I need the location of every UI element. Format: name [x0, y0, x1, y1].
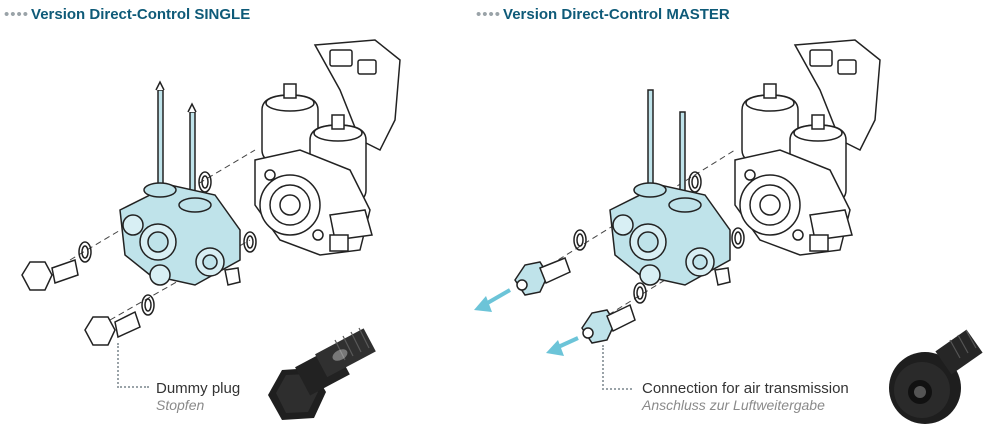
air-connection-callout: Connection for air transmission Anschlus… — [642, 380, 849, 413]
air-connectors — [514, 257, 636, 344]
air-connection-leader-line — [602, 345, 632, 390]
valve-housing — [254, 39, 401, 256]
dummy-plug-leader-line — [117, 343, 149, 388]
single-exploded-diagram — [21, 39, 401, 420]
distributor-block — [609, 89, 731, 286]
distributor-block — [119, 80, 241, 286]
master-heading: ••••Version Direct-Control MASTER — [476, 6, 730, 23]
assembly-axis-lines — [549, 149, 736, 321]
single-panel: ••••Version Direct-Control SINGLE — [0, 0, 470, 427]
dummy-plug-callout: Dummy plug Stopfen — [156, 380, 241, 413]
single-heading: ••••Version Direct-Control SINGLE — [4, 6, 251, 23]
o-rings — [573, 171, 745, 304]
valve-housing — [734, 39, 881, 256]
air-connection-photo — [889, 329, 983, 424]
master-panel: ••••Version Direct-Control MASTER — [470, 0, 988, 427]
dummy-plug-photo — [268, 327, 376, 420]
banjo-bolts — [21, 259, 141, 346]
air-flow-arrows — [474, 288, 579, 356]
master-exploded-diagram — [474, 39, 983, 424]
o-rings — [78, 171, 257, 316]
